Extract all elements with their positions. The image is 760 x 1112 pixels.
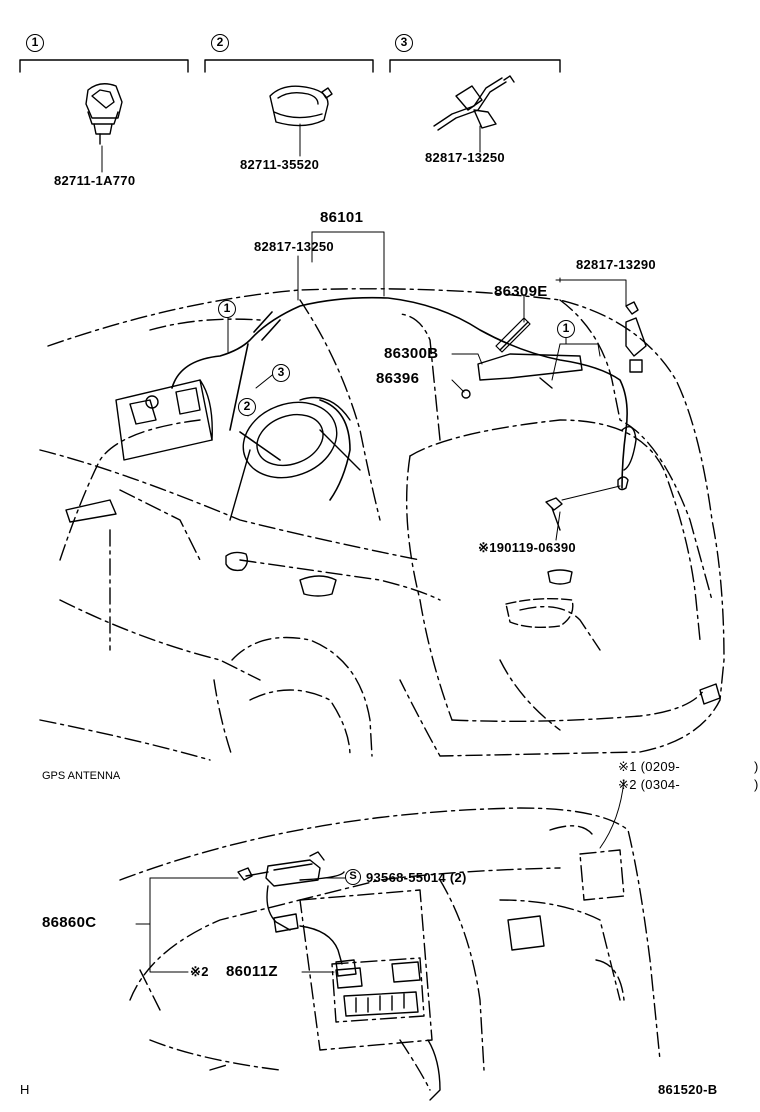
vehicle-body-outline xyxy=(39,288,725,761)
callout-circle-1-right: 1 xyxy=(557,320,575,338)
dashboard-outline xyxy=(119,807,661,1091)
lower-leader-lines xyxy=(135,779,625,973)
diagram-id: 861520-B xyxy=(658,1082,718,1097)
applicability-mark-1: ※1 xyxy=(618,759,637,774)
part-number-82711-35520[interactable]: 82711-35520 xyxy=(240,157,320,172)
bolt-drawing xyxy=(545,485,621,531)
part-number-93568-55014[interactable]: 93568-55014 (2) xyxy=(366,870,467,885)
clamp-part-3-drawing xyxy=(433,75,515,153)
antenna-module-drawing xyxy=(461,317,583,399)
dashboard-controls xyxy=(335,915,545,1101)
part-number-86860C[interactable]: 86860C xyxy=(42,914,97,931)
applicability-range-1: (0209- xyxy=(640,759,681,774)
part-number-86011Z[interactable]: 86011Z xyxy=(226,963,278,980)
rear-hatch-details xyxy=(65,499,721,705)
applicability-mark-2: ※2 xyxy=(618,777,637,792)
applicability-note-2: ※2 (0304- xyxy=(618,778,680,792)
clip-part-2-drawing xyxy=(269,85,333,157)
callout-circle-1-left: 1 xyxy=(218,300,236,318)
part-number-82817-13250-header[interactable]: 82817-13250 xyxy=(425,150,505,165)
part-number-82817-13250[interactable]: 82817-13250 xyxy=(254,239,334,254)
interior-steering-wheel xyxy=(229,396,361,521)
callout-circle-2-body: 2 xyxy=(238,398,256,416)
antenna-cable xyxy=(171,296,628,501)
header-brackets xyxy=(19,59,561,73)
applicability-close-1: ) xyxy=(754,759,759,774)
callout-circle-1: 1 xyxy=(26,34,44,52)
rear-clamp-drawing xyxy=(617,301,647,491)
part-number-82711-1A770[interactable]: 82711-1A770 xyxy=(54,173,136,188)
applicability-note-1: ※1 (0209- xyxy=(618,760,680,774)
part-number-86309E[interactable]: 86309E xyxy=(494,283,548,300)
section-title-gps-antenna: GPS ANTENNA xyxy=(42,770,121,782)
clip-part-1-drawing xyxy=(85,83,123,173)
part-number-86101[interactable]: 86101 xyxy=(320,209,364,226)
applicability-range-2: (0304- xyxy=(640,777,681,792)
part-number-86396[interactable]: 86396 xyxy=(376,370,420,387)
callout-circle-2: 2 xyxy=(211,34,229,52)
upper-leader-lines xyxy=(227,231,627,541)
note-mark-2: ※2 xyxy=(190,964,209,979)
applicability-close-2: ) xyxy=(754,777,759,792)
footer-code: H xyxy=(20,1082,30,1097)
callout-circle-3: 3 xyxy=(395,34,413,52)
gps-antenna-drawing xyxy=(237,851,357,977)
screw-symbol: S xyxy=(345,869,361,885)
part-number-86300B[interactable]: 86300B xyxy=(384,345,439,362)
part-number-82817-13290[interactable]: 82817-13290 xyxy=(576,257,656,272)
part-number-90119-06390[interactable]: ※190119-06390 xyxy=(478,540,576,555)
callout-circle-3-body: 3 xyxy=(272,364,290,382)
rear-wheel xyxy=(213,636,373,757)
